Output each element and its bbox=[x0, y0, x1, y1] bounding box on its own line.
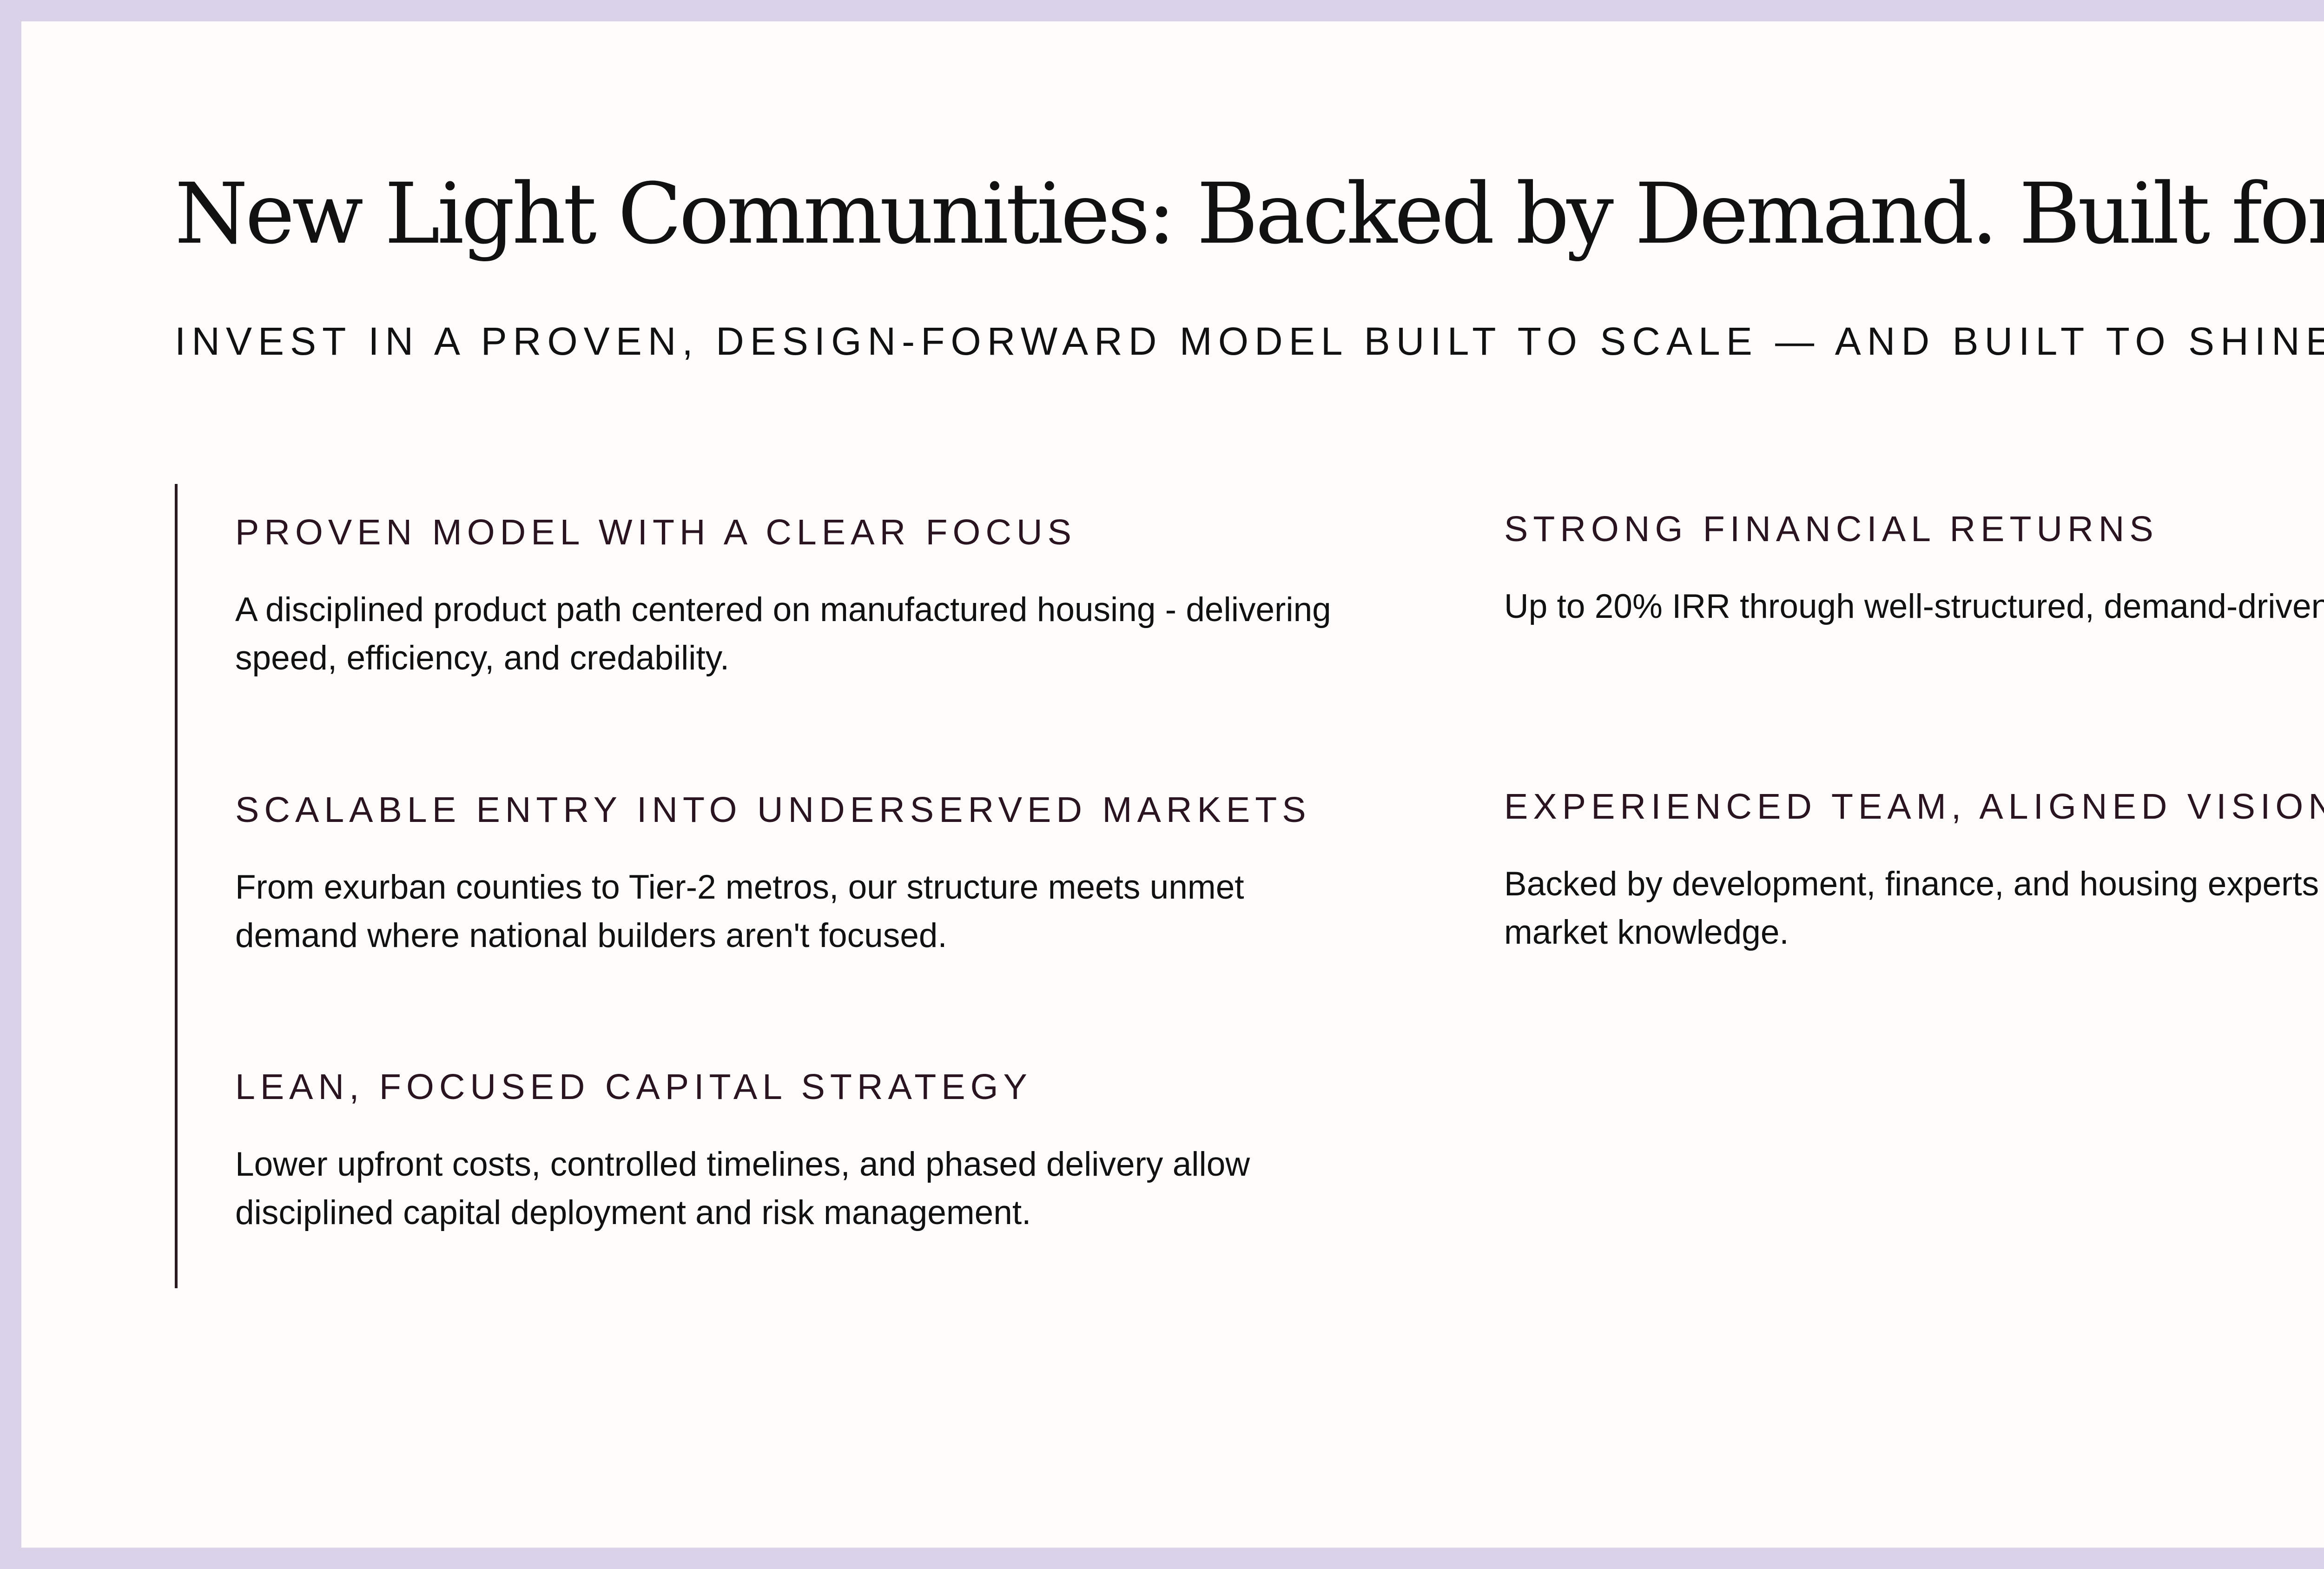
feature-financial-returns: STRONG FINANCIAL RETURNS Up to 20% IRR t… bbox=[1504, 509, 2324, 631]
feature-heading: STRONG FINANCIAL RETURNS bbox=[1504, 509, 2159, 549]
feature-heading: SCALABLE ENTRY INTO UNDERSERVED MARKETS bbox=[235, 790, 1311, 830]
feature-body: Lower upfront costs, controlled timeline… bbox=[235, 1145, 1250, 1231]
feature-scalable-entry: SCALABLE ENTRY INTO UNDERSERVED MARKETS … bbox=[235, 789, 1374, 960]
feature-body: Up to 20% IRR through well-structured, d… bbox=[1504, 588, 2324, 625]
feature-heading: LEAN, FOCUSED CAPITAL STRATEGY bbox=[235, 1067, 1032, 1107]
feature-body: From exurban counties to Tier-2 metros, … bbox=[235, 868, 1244, 954]
left-accent-divider bbox=[175, 484, 178, 1288]
page-title: New Light Communities: Backed by Demand.… bbox=[175, 166, 2324, 263]
feature-heading: PROVEN MODEL WITH A CLEAR FOCUS bbox=[235, 512, 1076, 552]
feature-capital-strategy: LEAN, FOCUSED CAPITAL STRATEGY Lower upf… bbox=[235, 1066, 1374, 1237]
feature-proven-model: PROVEN MODEL WITH A CLEAR FOCUS A discip… bbox=[235, 512, 1374, 682]
feature-experienced-team: EXPERIENCED TEAM, ALIGNED VISION Backed … bbox=[1504, 786, 2324, 957]
slide: New Light Communities: Backed by Demand.… bbox=[21, 21, 2324, 1548]
feature-body: Backed by development, finance, and hous… bbox=[1504, 865, 2324, 951]
page-subtitle: INVEST IN A PROVEN, DESIGN-FORWARD MODEL… bbox=[175, 319, 2324, 363]
feature-heading: EXPERIENCED TEAM, ALIGNED VISION bbox=[1504, 787, 2324, 827]
feature-body: A disciplined product path centered on m… bbox=[235, 591, 1331, 677]
